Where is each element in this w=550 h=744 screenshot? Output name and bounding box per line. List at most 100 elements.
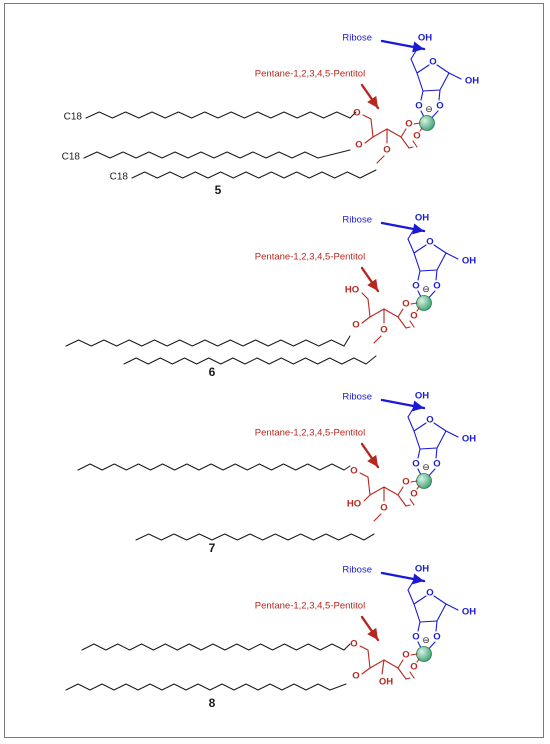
bond — [416, 64, 430, 74]
chain-label: C18 — [110, 172, 129, 183]
pentitol-oxygen: O — [413, 131, 420, 142]
ring-oxygen: O — [412, 632, 419, 643]
alkyl-chain — [131, 171, 361, 179]
anomeric-hydroxyl: OH — [462, 434, 476, 445]
bond — [407, 238, 415, 254]
ribose-label: Ribose — [342, 215, 372, 226]
alkyl-chain — [85, 111, 351, 119]
bond — [436, 252, 447, 271]
bond — [407, 403, 417, 418]
bond — [433, 422, 447, 432]
ether-oxygen: O — [350, 466, 357, 477]
pentitol-oxygen: O — [410, 662, 417, 673]
chain-to-oxygen-bond — [343, 643, 351, 651]
anomeric-hydroxyl: OH — [462, 607, 476, 618]
ether-oxygen: O — [353, 108, 360, 119]
bond — [359, 645, 369, 651]
bond — [370, 118, 374, 138]
pentitol-oxygen: O — [402, 650, 409, 661]
furanose-oxygen: O — [426, 588, 433, 599]
compound-number: 8 — [209, 696, 216, 710]
ring-oxygen: O — [433, 632, 440, 643]
ring-oxygen: O — [433, 281, 440, 292]
bond — [419, 269, 438, 272]
ring-oxygen: O — [412, 459, 419, 470]
figure-frame — [4, 3, 544, 738]
bond — [400, 128, 407, 138]
pentitol-oxygen: O — [405, 119, 412, 130]
alkyl-chains — [65, 643, 351, 691]
bond — [445, 430, 459, 438]
pentitol-oxygen: O — [402, 477, 409, 488]
bond — [413, 244, 427, 254]
negative-charge: ⊖ — [422, 635, 430, 645]
bond — [439, 72, 450, 91]
bond — [397, 667, 407, 680]
compound-number: 6 — [209, 365, 216, 379]
bond — [407, 225, 417, 240]
bond — [367, 649, 371, 669]
secondary-hydroxyl: HO — [347, 499, 361, 510]
arrow-head — [367, 95, 378, 108]
pentitol-oxygen: O — [410, 311, 417, 322]
bond — [369, 659, 385, 669]
bond — [419, 620, 438, 623]
bond — [369, 486, 385, 496]
arrow-head — [367, 454, 378, 467]
bond — [405, 677, 411, 680]
bond — [436, 64, 450, 74]
pentitol-arrow — [360, 615, 380, 642]
chain-to-oxygen-bond — [363, 533, 375, 541]
primary-hydroxyl: HO — [345, 285, 359, 296]
alkyl-chain — [123, 357, 367, 365]
bond — [409, 498, 415, 506]
bond — [413, 252, 421, 272]
bond — [369, 308, 385, 318]
ether-oxygen: O — [350, 639, 357, 650]
ether-oxygen: O — [352, 320, 359, 331]
ether-oxygen: O — [352, 671, 359, 682]
chain-to-oxygen-bond — [365, 355, 377, 365]
primary-hydroxyl: OH — [415, 213, 429, 224]
bond — [409, 671, 415, 679]
bond — [412, 140, 418, 148]
bond — [361, 667, 371, 675]
bond — [367, 476, 371, 496]
ribose-arrow — [380, 571, 426, 585]
primary-hydroxyl: OH — [418, 33, 432, 44]
bond — [363, 494, 371, 502]
bond — [361, 316, 371, 324]
secondary-hydroxyl: OH — [379, 677, 393, 688]
ribose-label: Ribose — [342, 565, 372, 576]
bond — [435, 620, 438, 632]
bond — [435, 269, 438, 281]
alkyl-chain — [77, 463, 345, 471]
bond — [410, 58, 418, 74]
ribose-arrow — [380, 398, 426, 412]
bond — [405, 504, 411, 507]
bond — [410, 480, 418, 483]
pentitol-oxygen: O — [410, 489, 417, 500]
bond — [359, 472, 369, 478]
furanose-oxygen: O — [426, 415, 433, 426]
arrow-head — [412, 573, 424, 585]
bond — [409, 320, 415, 328]
furanose-oxygen: O — [429, 57, 436, 68]
bond — [416, 658, 420, 663]
bond — [367, 298, 371, 318]
bond — [361, 292, 369, 300]
ring-oxygen: O — [415, 101, 422, 112]
bond — [436, 603, 447, 622]
primary-hydroxyl: OH — [415, 391, 429, 402]
pentitol-label: Pentane-1,2,3,4,5-Pentitol — [255, 252, 365, 263]
pentitol-arrow — [360, 442, 380, 469]
bond — [397, 494, 407, 507]
